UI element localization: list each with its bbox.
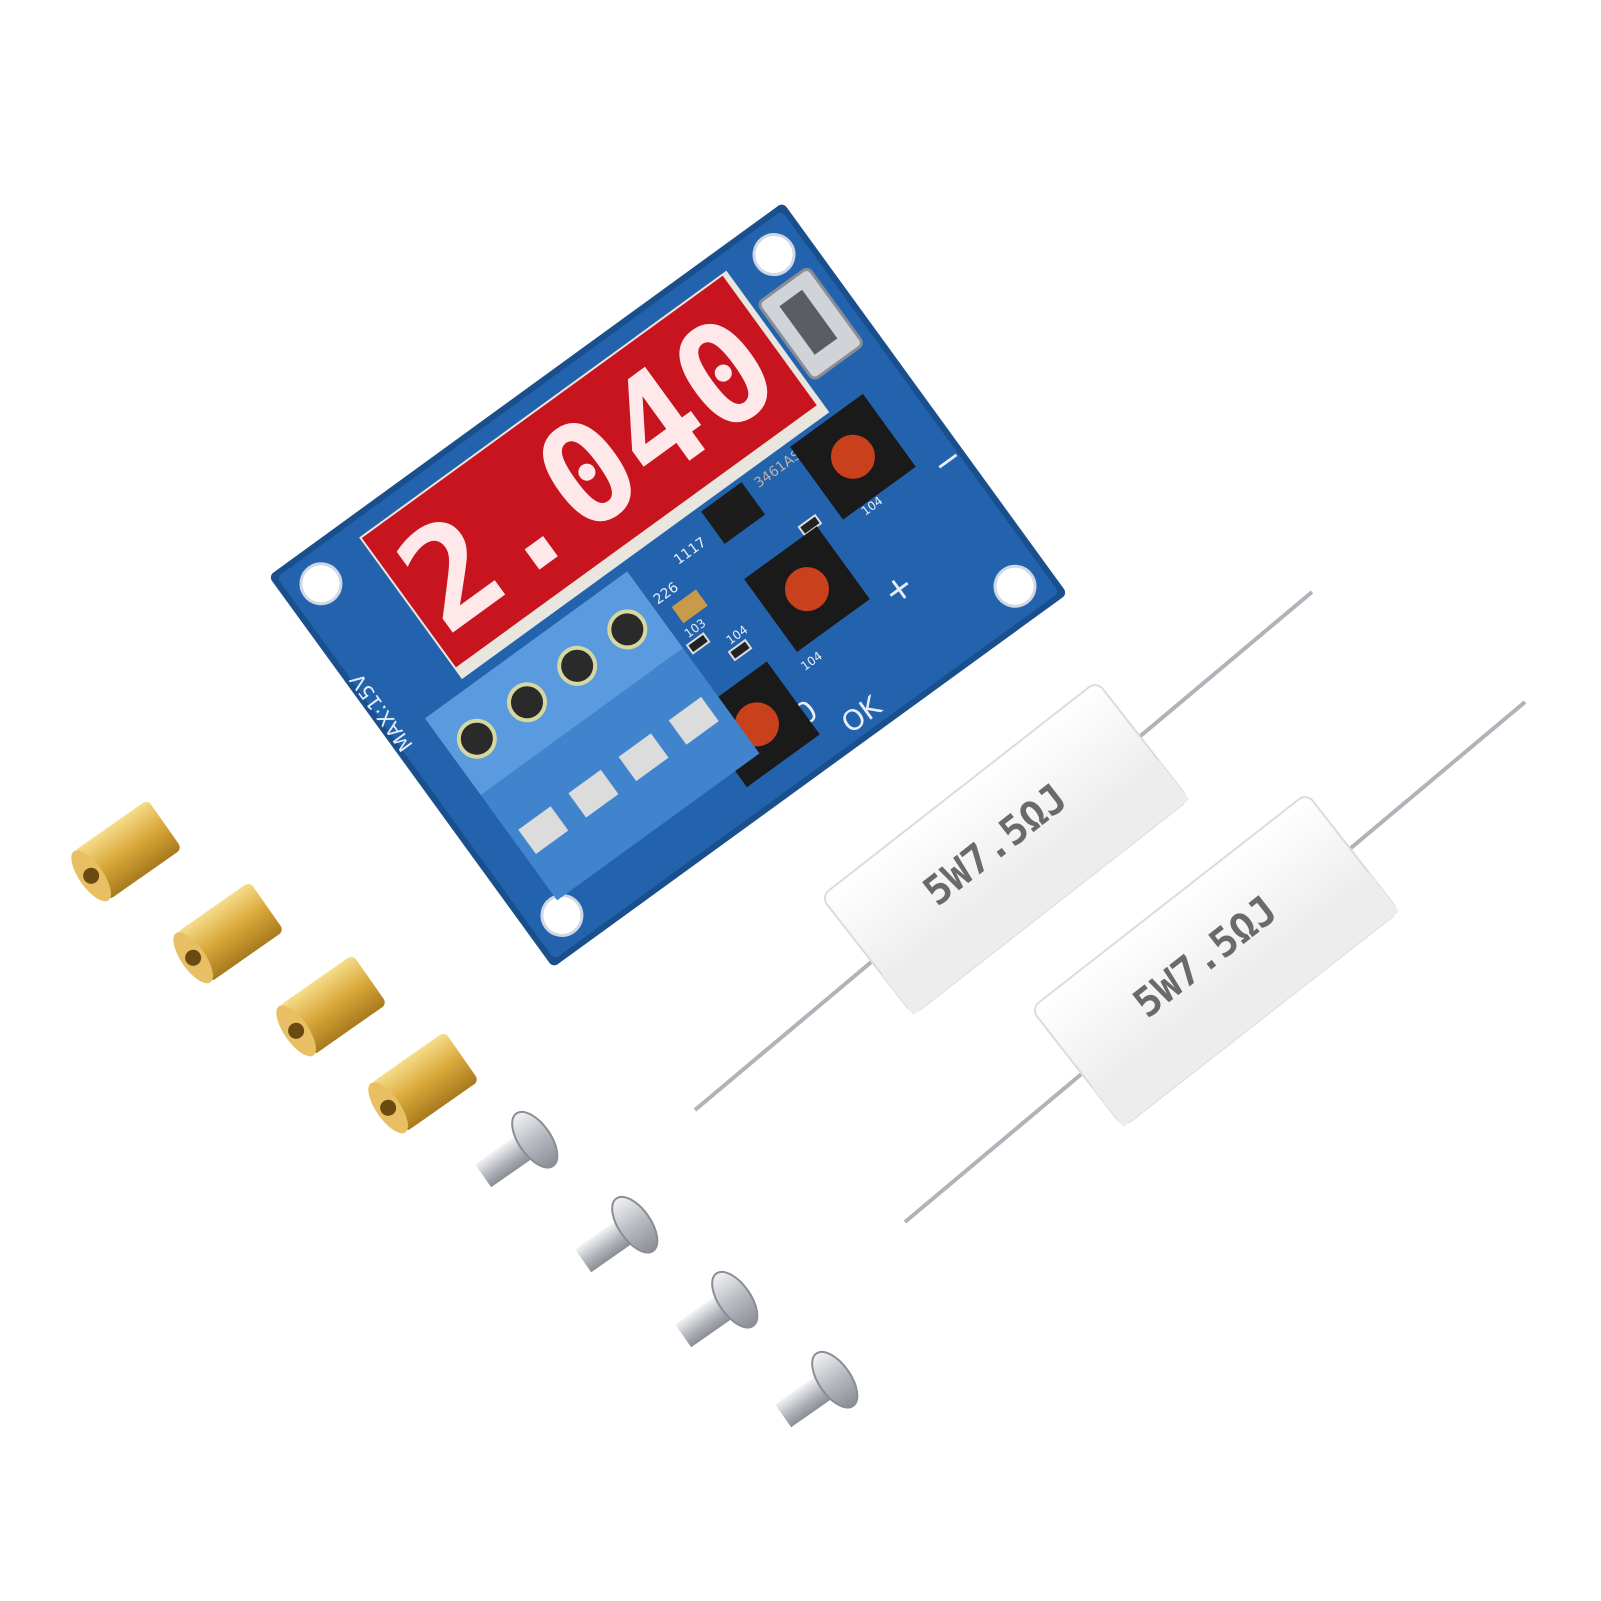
brass-standoff bbox=[71, 801, 180, 902]
brass-standoffs bbox=[71, 801, 477, 1134]
brass-standoff bbox=[276, 956, 385, 1057]
screw bbox=[475, 1110, 559, 1188]
screw bbox=[775, 1350, 859, 1428]
regulator-chip bbox=[701, 482, 766, 544]
screw bbox=[575, 1195, 659, 1273]
screw bbox=[675, 1270, 759, 1348]
capacitor bbox=[671, 589, 708, 624]
power-resistor: 5W7.5ΩJ bbox=[693, 590, 1314, 1112]
brass-standoff bbox=[173, 883, 282, 984]
brass-standoff bbox=[368, 1033, 477, 1134]
micro-usb-port bbox=[758, 267, 863, 380]
mounting-holes bbox=[299, 233, 1037, 937]
minus-button[interactable] bbox=[790, 393, 916, 520]
plus-button[interactable] bbox=[744, 526, 870, 652]
screws bbox=[475, 1110, 859, 1428]
screw-terminal-block bbox=[424, 571, 760, 901]
power-resistor: 5W7.5ΩJ bbox=[903, 700, 1527, 1224]
